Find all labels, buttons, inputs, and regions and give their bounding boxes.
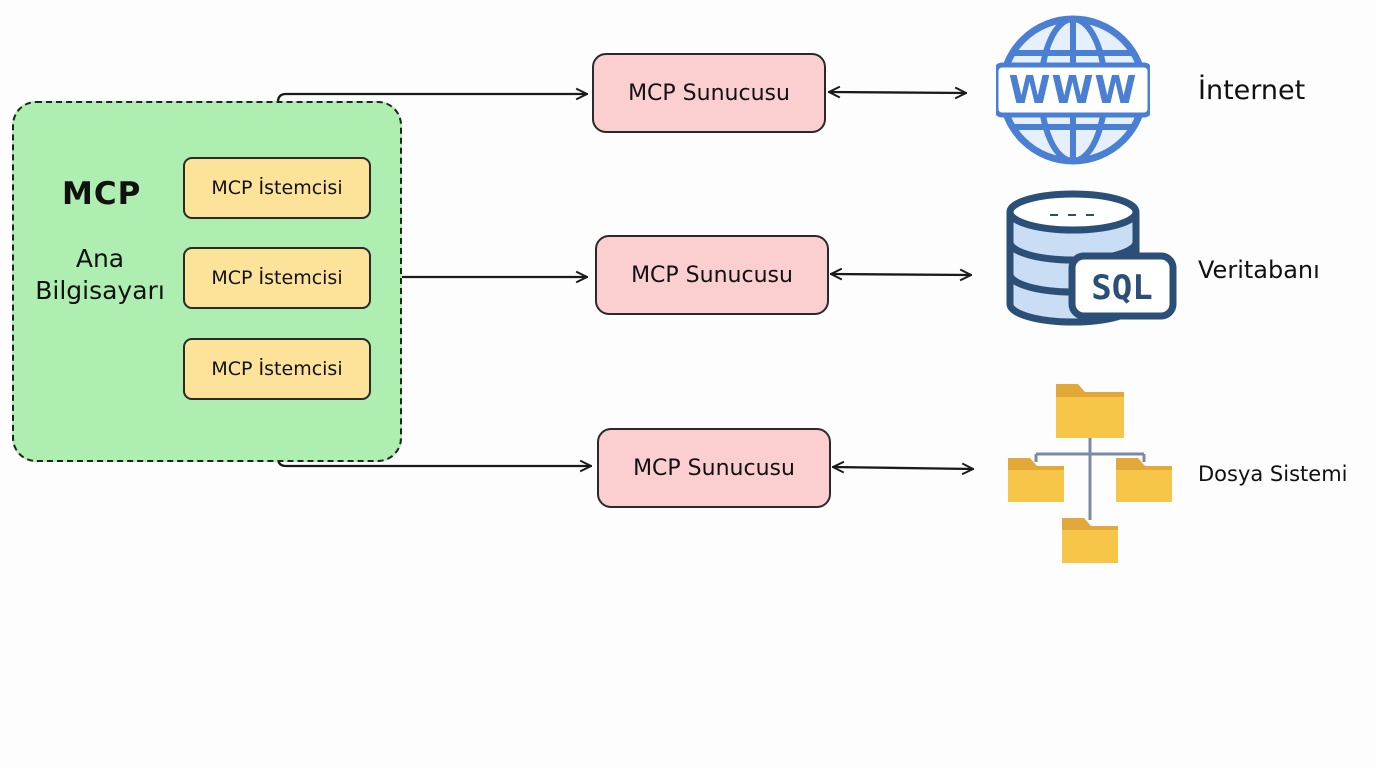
resource-label-filesystem: Dosya Sistemi [1198, 462, 1348, 486]
folder-left [1008, 458, 1064, 502]
host-subtitle: Ana Bilgisayarı [35, 244, 165, 305]
client-box-3: MCP İstemcisi [183, 338, 371, 400]
resource-label-database: Veritabanı [1198, 256, 1320, 284]
connector-server1-internet [827, 92, 968, 93]
client-box-2: MCP İstemcisi [183, 247, 371, 309]
server-box-3: MCP Sunucusu [597, 428, 831, 508]
globe-www-icon: WWW [996, 15, 1150, 165]
host-title: MCP [62, 176, 142, 212]
folder-tree-icon [1008, 384, 1172, 563]
folder-bottom [1062, 518, 1118, 563]
client-box-1: MCP İstemcisi [183, 157, 371, 219]
server-box-2: MCP Sunucusu [595, 235, 829, 315]
folder-right [1116, 458, 1172, 502]
server-box-1: MCP Sunucusu [592, 53, 826, 133]
www-text: WWW [1009, 68, 1138, 112]
sql-text: SQL [1091, 268, 1152, 308]
resource-label-internet: İnternet [1198, 75, 1306, 106]
folder-top [1056, 384, 1124, 438]
connector-server2-database [829, 274, 973, 275]
database-sql-icon: SQL [1006, 190, 1177, 326]
connector-server3-filesystem [833, 467, 973, 469]
